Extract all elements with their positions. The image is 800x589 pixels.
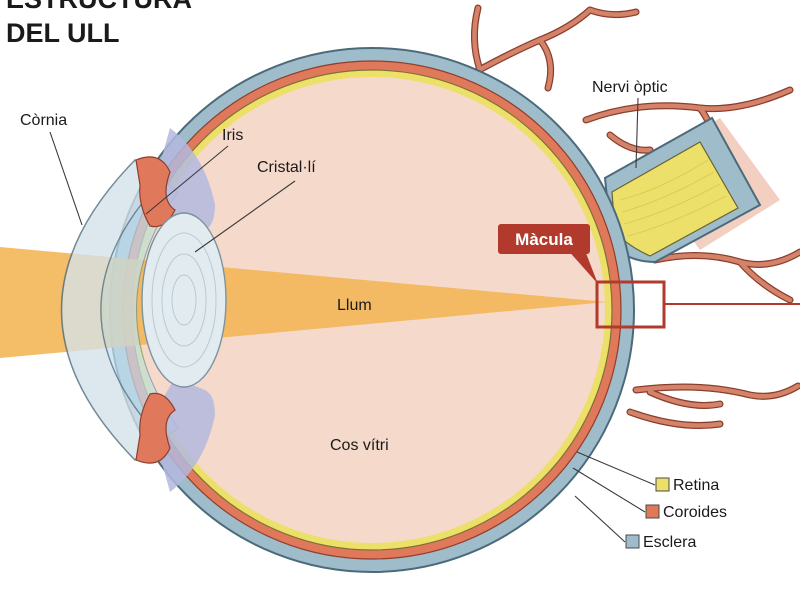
legend-label-retina: Retina (673, 477, 719, 494)
legend: Retina Coroides Esclera (626, 477, 727, 551)
legend-item-esclera: Esclera (626, 534, 696, 551)
light-label: Llum (337, 297, 372, 314)
lens-label: Cristal·lí (257, 159, 316, 176)
legend-item-retina: Retina (656, 477, 719, 494)
vitreous-label: Cos vítri (330, 437, 389, 454)
legend-swatch-coroides (646, 505, 659, 518)
optic-nerve (605, 118, 780, 262)
macula-label: Màcula (515, 230, 573, 249)
cornea-label: Còrnia (20, 112, 67, 129)
optic-nerve-label: Nervi òptic (592, 79, 668, 96)
page-title-line1: ESTRUCTURA (6, 0, 192, 14)
page-title-line2: DEL ULL (6, 18, 120, 48)
legend-swatch-retina (656, 478, 669, 491)
legend-item-coroides: Coroides (646, 504, 727, 521)
legend-label-esclera: Esclera (643, 534, 696, 551)
legend-swatch-esclera (626, 535, 639, 548)
legend-label-coroides: Coroides (663, 504, 727, 521)
iris-label: Iris (222, 127, 243, 144)
